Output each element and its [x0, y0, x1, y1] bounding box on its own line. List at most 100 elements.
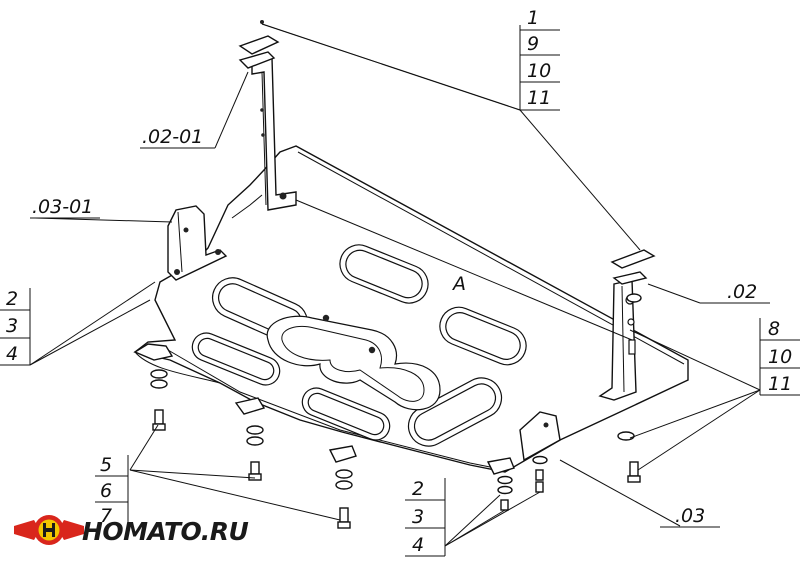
label-bracket-02-01: .02-01 [142, 126, 203, 148]
plate-front-edge [167, 349, 506, 471]
bracket-hole [174, 269, 180, 275]
bracket-top-plate [238, 35, 280, 55]
label-4b: 4 [412, 534, 424, 556]
bracket-fold [177, 211, 183, 273]
label-2: 2 [6, 288, 18, 310]
label-4: 4 [6, 343, 18, 365]
label-03: .03 [660, 505, 720, 528]
label-11b: 11 [768, 373, 792, 395]
vent-slot-inner [445, 312, 521, 360]
bracket-slot [628, 339, 636, 355]
vent-slot-inner [197, 337, 275, 381]
logo-text: HOMATO.RU [82, 517, 249, 546]
washer-icon [626, 293, 642, 303]
logo-h-icon [43, 523, 55, 537]
mark-a: A [451, 273, 466, 295]
bolt-head-icon [337, 521, 351, 529]
bolt-icon [250, 461, 260, 475]
stud-icon [260, 20, 264, 24]
bolt-icon [629, 461, 639, 477]
washer-icon [150, 369, 168, 379]
logo-wing-right-icon [58, 520, 84, 540]
plate-hole [322, 314, 330, 322]
label-stack-bottom-left: 5 6 7 [95, 454, 129, 530]
homato-logo: HOMATO.RU [14, 515, 249, 546]
bolt-head-icon [152, 423, 166, 431]
bracket-fold [261, 71, 267, 206]
washer-icon [246, 425, 264, 435]
label-3b: 3 [412, 506, 424, 528]
label-bracket-03-01: .03-01 [32, 196, 93, 218]
label-5: 5 [100, 454, 112, 476]
label-stack-top-right: 1 9 10 11 [519, 7, 560, 111]
bracket-top-plate [238, 51, 276, 69]
bolt-head-icon [248, 473, 262, 481]
washer-icon [150, 379, 168, 389]
washer-icon [617, 431, 635, 441]
mount-tab [328, 445, 357, 463]
bracket-hole [543, 422, 549, 428]
washer-icon [246, 436, 264, 446]
fasteners [150, 20, 642, 529]
bolt-icon [535, 481, 544, 493]
lip-curve [134, 351, 221, 384]
logo-wing-left-icon [14, 520, 40, 540]
vent-slot-inner [307, 392, 385, 436]
label-7: 7 [100, 505, 112, 527]
bolt-icon [535, 469, 544, 481]
label-10b: 10 [768, 346, 792, 368]
washer-icon [497, 475, 513, 485]
bracket-hole [261, 133, 265, 137]
bracket-fold [621, 285, 625, 393]
vent-slot-inner [345, 249, 423, 299]
label-02-01: .02-01 [140, 126, 215, 149]
label-bracket-03: .03 [675, 505, 705, 527]
bracket-hole [215, 249, 221, 255]
label-11: 11 [527, 87, 551, 109]
bracket-body [519, 411, 561, 462]
bolt-head-icon [627, 475, 641, 483]
central-stamping [266, 315, 441, 411]
bolt-icon [500, 499, 509, 511]
label-stack-bottom-mid: 2 3 4 [405, 478, 446, 557]
label-3: 3 [6, 315, 18, 337]
bolt-icon [154, 409, 164, 425]
bracket-03 [519, 411, 561, 462]
bracket-hole [627, 318, 635, 326]
washer-icon [497, 485, 513, 495]
label-9: 9 [527, 33, 539, 55]
plate-side-fold [231, 194, 263, 219]
label-02: .02 [700, 281, 770, 304]
skid-plate: A [133, 145, 689, 473]
vent-slots [191, 244, 527, 447]
bracket-body [167, 205, 228, 281]
label-stack-right: 8 10 11 [759, 318, 800, 396]
label-03-01: .03-01 [30, 196, 100, 219]
washer-icon [335, 469, 353, 479]
bolt-icon [339, 507, 349, 523]
plate-hole [368, 346, 376, 354]
washer-icon [532, 455, 548, 465]
bracket-hole [183, 227, 189, 233]
label-bracket-02: .02 [727, 281, 757, 303]
vent-slot-inner [413, 383, 497, 441]
bracket-hole [260, 108, 264, 112]
bracket-top-plate [612, 271, 648, 285]
bracket-body [251, 57, 297, 211]
mount-tab [234, 397, 266, 415]
front-lip [133, 343, 515, 475]
bracket-03-01 [167, 205, 228, 281]
label-2b: 2 [412, 478, 424, 500]
mount-tab [133, 343, 174, 361]
label-stack-left: 2 3 4 [0, 288, 31, 366]
label-6: 6 [100, 480, 112, 502]
bracket-02-01 [238, 35, 297, 211]
label-8: 8 [768, 318, 780, 340]
label-10: 10 [527, 60, 551, 82]
leader-lines [29, 23, 761, 547]
central-stamping-inner [281, 326, 425, 402]
bracket-top-plate [610, 249, 656, 269]
washer-icon [335, 480, 353, 490]
